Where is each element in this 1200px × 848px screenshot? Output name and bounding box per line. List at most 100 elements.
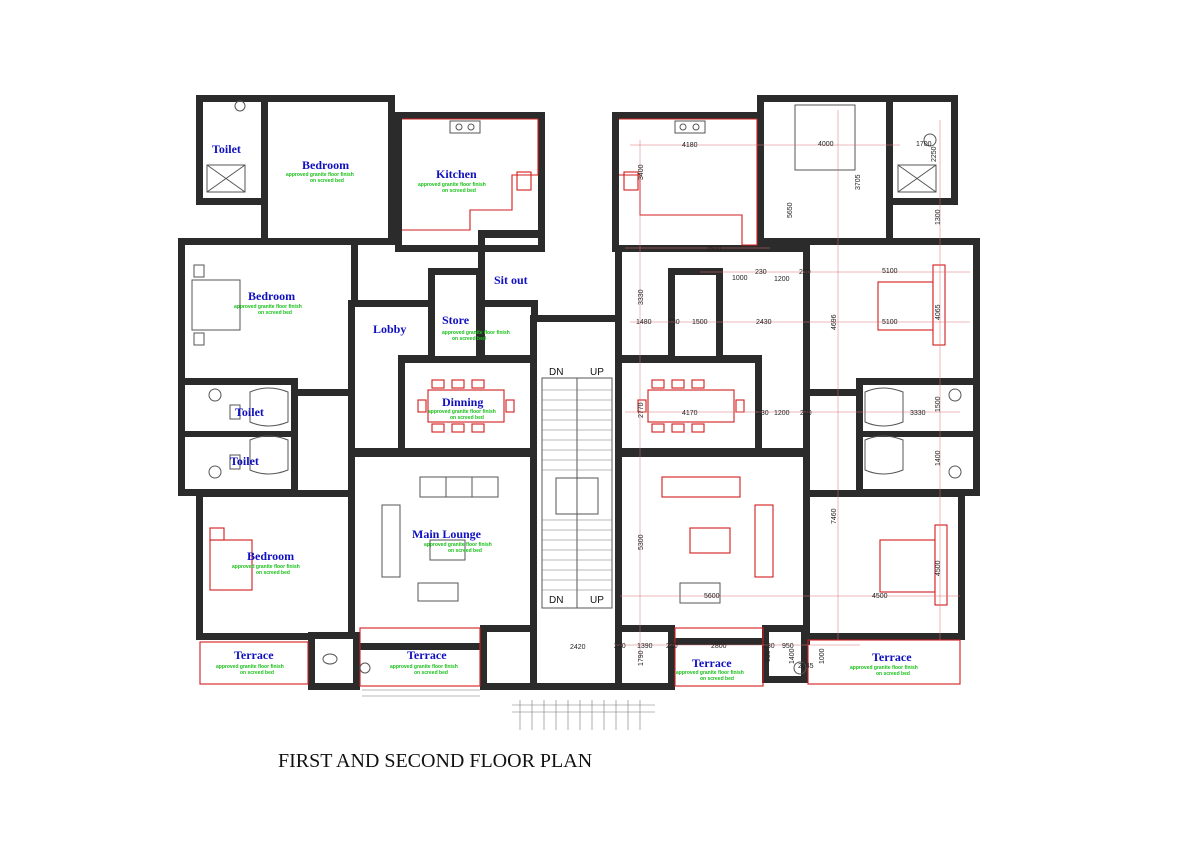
dim-label: 4180 [682, 142, 698, 149]
dim-label: 1300 [935, 209, 942, 225]
dim-label: 1400 [935, 450, 942, 466]
dim-label: 4500 [872, 593, 888, 600]
dim-label: 1000 [732, 275, 748, 282]
stair-dn-bottom: DN [549, 595, 563, 606]
dim-label: 1480 [636, 319, 652, 326]
dim-label: 1200 [774, 410, 790, 417]
finish-note: approved granite floor finish [232, 564, 300, 570]
finish-note: approved granite floor finish [850, 665, 918, 671]
right-unit-walls [612, 95, 980, 690]
dim-label: 3330 [638, 289, 645, 305]
dim-label: 2770 [638, 402, 645, 418]
finish-note: on screed bed [240, 670, 274, 676]
dim-label: 950 [782, 643, 794, 650]
dim-label: 7460 [831, 508, 838, 524]
dim-label: 230 [763, 643, 775, 650]
finish-note: approved granite floor finish [286, 172, 354, 178]
dim-label: 4170 [682, 410, 698, 417]
room-label-kitchen: Kitchen [436, 167, 477, 181]
dim-label: 2250 [931, 146, 938, 162]
room-label-terrace-right-b: Terrace [872, 650, 912, 664]
finish-note: on screed bed [258, 310, 292, 316]
dim-label: 230 [800, 410, 812, 417]
dim-label: 2420 [570, 644, 586, 651]
dim-label: 1700 [916, 141, 932, 148]
stairwell [530, 315, 622, 690]
dim-label: 5100 [882, 319, 898, 326]
finish-note: on screed bed [450, 415, 484, 421]
room-label-store: Store [442, 313, 470, 327]
right-furniture [619, 104, 962, 675]
finish-note: on screed bed [414, 670, 448, 676]
room-label-toilet-a: Toilet [235, 405, 264, 419]
stair-up-bottom: UP [590, 595, 604, 606]
room-label-toilet-top: Toilet [212, 142, 241, 156]
dim-label: 230 [668, 319, 680, 326]
dim-label: 230 [666, 643, 678, 650]
finish-note: approved granite floor finish [442, 330, 510, 336]
dimension-lines [615, 110, 970, 660]
dim-label: 2500 [706, 246, 722, 253]
dim-label: 4000 [818, 141, 834, 148]
stair-up-top: UP [590, 367, 604, 378]
dim-label: 2800 [711, 643, 727, 650]
finish-note: on screed bed [876, 671, 910, 677]
finish-note: approved granite floor finish [428, 409, 496, 415]
room-label-bedroom-top: Bedroom [302, 158, 349, 172]
finish-note: on screed bed [448, 548, 482, 554]
dim-label: 3400 [638, 164, 645, 180]
dim-label: 1790 [638, 650, 645, 666]
room-label-terrace-left: Terrace [234, 648, 274, 662]
room-label-terrace-mid: Terrace [407, 648, 447, 662]
dim-label: 3705 [855, 174, 862, 190]
dim-label: 2145 [798, 663, 814, 670]
dim-label: 4696 [831, 314, 838, 330]
finish-note: approved granite floor finish [424, 542, 492, 548]
finish-note: on screed bed [452, 336, 486, 342]
finish-note: approved granite floor finish [216, 664, 284, 670]
finish-note: on screed bed [256, 570, 290, 576]
dim-label: 230 [757, 410, 769, 417]
stair-dn-top: DN [549, 367, 563, 378]
room-label-toilet-b: Toilet [230, 454, 259, 468]
dim-label: 4065 [935, 304, 942, 320]
finish-note: approved granite floor finish [676, 670, 744, 676]
room-label-bedroom-low: Bedroom [247, 549, 294, 563]
dim-label: 3330 [910, 410, 926, 417]
finish-note: approved granite floor finish [234, 304, 302, 310]
plan-title: FIRST AND SECOND FLOOR PLAN [278, 750, 592, 772]
dim-label: 4500 [935, 560, 942, 576]
dim-label: 230 [799, 269, 811, 276]
dim-label: 1400 [789, 648, 796, 664]
dim-label: 1500 [935, 396, 942, 412]
dim-label: 630 [765, 650, 772, 662]
dim-label: 5650 [787, 202, 794, 218]
finish-note: approved granite floor finish [418, 182, 486, 188]
dim-label: 5600 [704, 593, 720, 600]
finish-note: on screed bed [442, 188, 476, 194]
dim-label: 1500 [692, 319, 708, 326]
room-label-dinning: Dinning [442, 395, 483, 409]
room-labels: Toilet Bedroom Kitchen Sit out Bedroom S… [212, 142, 912, 670]
room-label-bedroom-mid: Bedroom [248, 289, 295, 303]
dim-label: 230 [614, 643, 626, 650]
dim-label: 5300 [638, 534, 645, 550]
finish-note: approved granite floor finish [390, 664, 458, 670]
finish-note: on screed bed [310, 178, 344, 184]
dim-label: 5100 [882, 268, 898, 275]
left-furniture [191, 100, 539, 674]
room-label-main-lounge: Main Lounge [412, 527, 482, 541]
dim-label: 2430 [756, 319, 772, 326]
finish-note: on screed bed [700, 676, 734, 682]
room-label-sit-out: Sit out [494, 273, 528, 287]
dim-label: 1000 [819, 648, 826, 664]
dim-label: 1390 [637, 643, 653, 650]
dim-label: 1200 [774, 276, 790, 283]
stair-labels: DN UP DN UP [549, 367, 604, 606]
floor-finish-notes: approved granite floor finish on screed … [216, 172, 918, 682]
dimension-labels: 4180 4000 1700 2250 3400 3705 5650 1300 … [570, 141, 942, 670]
room-label-lobby: Lobby [373, 322, 406, 336]
room-label-terrace-right-a: Terrace [692, 656, 732, 670]
dim-label: 230 [755, 269, 767, 276]
